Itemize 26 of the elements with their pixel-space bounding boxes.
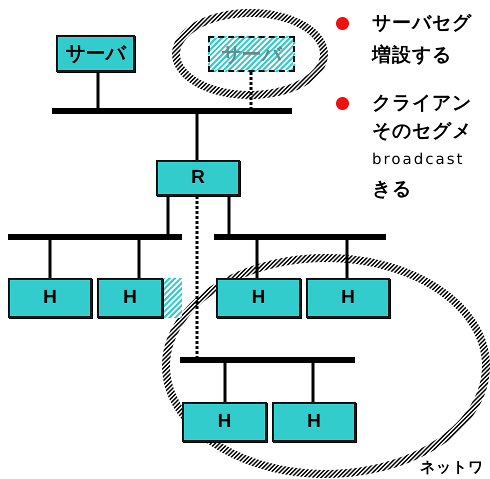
link-line [166,196,170,234]
note-text: クライアン [372,91,472,116]
link-line [196,114,198,160]
link-line [224,363,226,402]
host-box: H [182,402,267,442]
link-line [228,196,230,234]
link-line [96,72,100,108]
host-box: H [8,278,92,318]
host-box: R [156,160,240,196]
note-text: そのセグメ [372,119,472,144]
link-line [138,240,140,278]
note-text: ネットワ [420,458,484,477]
host-box: H [306,278,390,318]
note-text: 増設する [372,43,452,68]
link-line [196,196,198,357]
host-box: H [97,278,163,318]
link-line [312,363,314,402]
note-text: broadcast [372,150,464,168]
note-text: サーバセグ [372,11,472,36]
note-text: きる [372,177,412,202]
host-box: サーバ [56,35,135,72]
host-box: H [216,278,301,318]
link-line [250,72,252,108]
link-line [256,240,258,278]
host-box: H [272,402,356,442]
link-line [48,240,52,278]
